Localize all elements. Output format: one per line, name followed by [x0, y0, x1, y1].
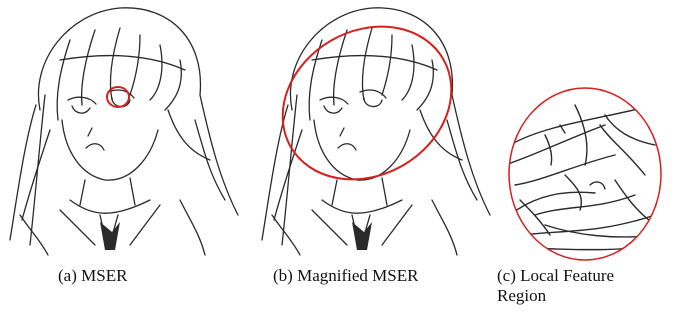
caption-c-line1: (c) Local Feature: [497, 266, 615, 285]
magnified-mser-ellipse: [281, 25, 453, 181]
region-ellipse-border: [508, 87, 662, 261]
panel-a-image: [0, 0, 250, 260]
anime-sketch-a: [9, 7, 239, 256]
anime-sketch-b: [261, 7, 491, 256]
caption-a: (a) MSER: [58, 266, 128, 285]
panel-c-image: [505, 85, 665, 263]
mser-ellipse: [106, 86, 130, 108]
panel-b-image: [252, 0, 502, 260]
caption-b: (b) Magnified MSER: [273, 266, 419, 285]
local-feature-region: [508, 87, 662, 261]
caption-c: (c) Local Feature Region: [497, 266, 665, 306]
caption-c-line2: Region: [497, 286, 547, 305]
